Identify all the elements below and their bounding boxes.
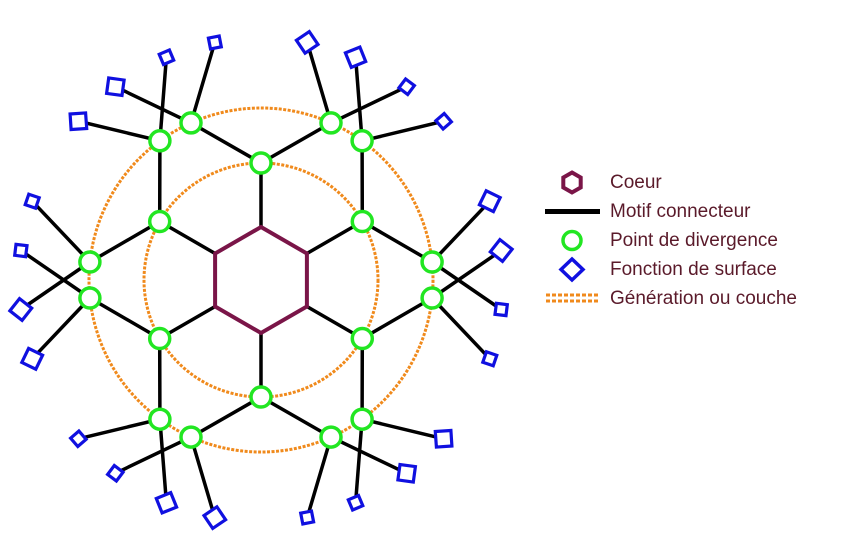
branch-point-g2-0-0 bbox=[179, 111, 203, 135]
branch-point-g2-2-0 bbox=[420, 286, 444, 310]
branch-point-g2-3-0 bbox=[319, 425, 343, 449]
branch-points bbox=[78, 111, 444, 449]
connector-g2-0-0-1 bbox=[189, 40, 217, 125]
connector-g2-2-1-1 bbox=[353, 417, 364, 505]
legend-item-branch-point: Point de divergence bbox=[540, 226, 850, 255]
legend-item-core: Coeur bbox=[540, 168, 850, 197]
branch-point-g2-1-0 bbox=[350, 129, 374, 153]
surface-function-3-1-0 bbox=[201, 504, 228, 531]
connector-g2-1-1-1 bbox=[430, 260, 503, 312]
connector-g1-3-0 bbox=[259, 395, 333, 439]
branch-point-g2-1-1 bbox=[420, 250, 444, 274]
connector-g1-3-1 bbox=[189, 395, 263, 439]
connector-g2-5-0-1 bbox=[30, 199, 92, 264]
line-icon bbox=[545, 209, 600, 214]
surface-function-3-0-1 bbox=[298, 509, 316, 526]
surface-function-5-1-1 bbox=[157, 47, 176, 67]
branch-point-g2-0-1 bbox=[319, 111, 343, 135]
connector-g2-2-0-1 bbox=[430, 296, 492, 361]
branch-point-g1-5 bbox=[147, 209, 172, 234]
surface-function-0-1-1 bbox=[396, 76, 417, 97]
connector-g2-3-0-0 bbox=[329, 435, 409, 476]
core-hexagon bbox=[213, 224, 309, 336]
connector-g2-4-0-1 bbox=[76, 417, 162, 441]
branch-point-g1-2 bbox=[350, 326, 375, 351]
branch-point-g2-4-0 bbox=[148, 407, 172, 431]
circle-icon bbox=[561, 229, 583, 252]
connector-g2-4-0-0 bbox=[158, 417, 169, 505]
legend-label-branch-point: Point de divergence bbox=[610, 229, 778, 251]
connector-g1-1-1 bbox=[360, 219, 434, 264]
connector-g2-4-1-1 bbox=[19, 248, 92, 300]
branch-point-g2-2-1 bbox=[350, 407, 374, 431]
connector-lines bbox=[19, 40, 503, 520]
connector-g2-3-1-0 bbox=[189, 435, 217, 520]
surface-function-1-0-1 bbox=[433, 111, 454, 132]
surface-function-0-1-0 bbox=[294, 29, 321, 56]
connector-g1-0-1 bbox=[259, 121, 333, 165]
branch-point-g1-4 bbox=[147, 326, 172, 351]
connector-g2-0-1-1 bbox=[329, 84, 409, 125]
legend: Coeur Motif connecteur Point de divergen… bbox=[540, 168, 850, 313]
diamond-icon bbox=[558, 256, 586, 283]
surface-function-2-1-0 bbox=[433, 428, 454, 449]
surface-function-4-0-0 bbox=[154, 490, 179, 515]
connector-g2-5-1-1 bbox=[158, 55, 169, 143]
connector-g2-1-1-0 bbox=[430, 199, 492, 264]
surface-functions bbox=[7, 29, 515, 531]
legend-label-surface: Fonction de surface bbox=[610, 258, 777, 280]
connector-g2-0-1-0 bbox=[305, 40, 333, 125]
connector-g2-2-1-0 bbox=[360, 417, 446, 441]
connector-g2-1-0-1 bbox=[360, 119, 446, 143]
connector-g1-4-1 bbox=[88, 296, 162, 341]
connector-g1-2-0 bbox=[360, 296, 434, 341]
legend-item-surface: Fonction de surface bbox=[540, 255, 850, 284]
surface-function-1-0-0 bbox=[343, 45, 368, 70]
legend-item-connector: Motif connecteur bbox=[540, 197, 850, 226]
connector-g2-5-1-0 bbox=[76, 119, 162, 143]
branch-point-g2-3-1 bbox=[179, 425, 203, 449]
legend-label-core: Coeur bbox=[610, 171, 662, 193]
surface-function-5-1-0 bbox=[68, 111, 89, 132]
branch-point-g1-1 bbox=[350, 209, 375, 234]
surface-function-4-1-1 bbox=[12, 242, 29, 259]
branch-point-g2-4-1 bbox=[78, 286, 102, 310]
hexagon-icon bbox=[561, 170, 583, 195]
surface-function-0-0-0 bbox=[104, 76, 126, 98]
branch-point-g1-3 bbox=[249, 385, 273, 409]
surface-function-2-0-1 bbox=[480, 349, 499, 368]
branch-point-g2-5-0 bbox=[78, 250, 102, 274]
surface-function-3-0-0 bbox=[396, 462, 418, 484]
surface-function-4-0-1 bbox=[68, 428, 89, 449]
connector-g1-5-0 bbox=[88, 219, 162, 264]
surface-function-5-0-1 bbox=[23, 192, 42, 211]
connector-g2-3-1-1 bbox=[113, 435, 193, 476]
generation-ring-2 bbox=[87, 106, 435, 454]
surface-function-3-1-1 bbox=[105, 463, 126, 484]
branch-point-g1-0 bbox=[249, 151, 273, 175]
core-group bbox=[213, 224, 309, 336]
connector-g1-0-0 bbox=[189, 121, 263, 165]
connector-g2-4-1-0 bbox=[30, 296, 92, 361]
branch-point-g2-5-1 bbox=[148, 129, 172, 153]
surface-function-1-1-1 bbox=[493, 301, 510, 318]
surface-function-1-1-0 bbox=[477, 188, 503, 214]
legend-label-generation: Génération ou couche bbox=[610, 287, 797, 309]
dendrimer-diagram bbox=[7, 29, 515, 531]
surface-function-0-0-1 bbox=[206, 34, 224, 51]
legend-item-generation: Génération ou couche bbox=[540, 284, 850, 313]
connector-g2-0-0-0 bbox=[113, 84, 193, 125]
connector-g2-5-0-0 bbox=[19, 260, 92, 312]
surface-function-5-0-0 bbox=[7, 296, 34, 323]
surface-function-4-1-0 bbox=[19, 346, 45, 372]
connector-g2-3-0-1 bbox=[305, 435, 333, 520]
legend-label-connector: Motif connecteur bbox=[610, 200, 751, 222]
connector-g2-2-0-0 bbox=[430, 248, 503, 300]
surface-function-2-0-0 bbox=[488, 237, 515, 264]
surface-function-2-1-1 bbox=[346, 493, 365, 513]
dashed-line-icon bbox=[546, 293, 600, 303]
connector-g2-1-0-0 bbox=[353, 55, 364, 143]
